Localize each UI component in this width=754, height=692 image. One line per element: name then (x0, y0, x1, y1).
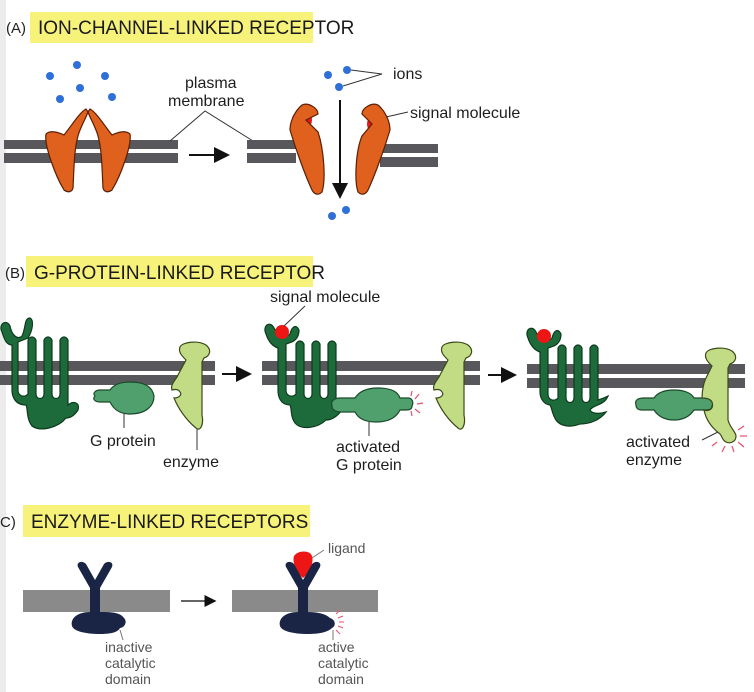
activated-g-protein-label-1: activated (336, 439, 400, 456)
ion (76, 84, 84, 92)
ions-leader (342, 69, 383, 87)
plasma-membrane-left (4, 140, 178, 163)
panel-c-letter: C) (0, 514, 16, 531)
plasma-membrane-label-2: membrane (168, 93, 245, 110)
g-protein-linked-receptor (526, 327, 610, 427)
inactive-label-3: domain (105, 671, 151, 687)
activated-enzyme (701, 347, 737, 444)
panel-c: C) ENZYME-LINKED RECEPTORS inactive cata… (0, 505, 378, 687)
panel-b-title: G-PROTEIN-LINKED RECEPTOR (34, 263, 325, 284)
g-protein (635, 389, 714, 421)
g-protein-linked-receptor (0, 317, 79, 430)
ion (46, 72, 54, 80)
signal-molecule-leader (283, 305, 306, 327)
activated-enzyme-label-2: enzyme (626, 452, 682, 469)
panel-a-letter: (A) (6, 20, 26, 37)
panel-a: (A) ION-CHANNEL-LINKED RECEPTOR plasma m… (4, 12, 520, 220)
activated-enzyme-leader (701, 431, 719, 441)
ion (73, 61, 81, 69)
panel-c-title: ENZYME-LINKED RECEPTORS (31, 512, 308, 533)
g-stage-1: G protein enzyme (0, 317, 219, 471)
page-gutter (0, 0, 6, 692)
open-ion-channel (289, 100, 391, 199)
active-label-3: domain (318, 671, 364, 687)
ions-outside (46, 61, 116, 103)
ion (108, 93, 116, 101)
activation-rays-icon (335, 609, 344, 635)
panel-b-letter: (B) (5, 265, 25, 282)
inactive-label-1: inactive (105, 639, 153, 655)
enzyme-label: enzyme (163, 454, 219, 471)
active-enzyme-linked-receptor (279, 561, 335, 634)
signal-molecule-label: signal molecule (270, 289, 380, 306)
ion (328, 212, 336, 220)
ligand-label: ligand (328, 540, 365, 556)
panel-a-title: ION-CHANNEL-LINKED RECEPTOR (38, 18, 354, 39)
enzyme-linked-stage-1: inactive catalytic domain (23, 561, 170, 687)
enzyme (171, 341, 211, 430)
g-protein-label: G protein (90, 433, 156, 450)
signal-molecule (275, 325, 289, 339)
ion (324, 71, 332, 79)
plasma-membrane-label-1: plasma (185, 75, 237, 92)
closed-ion-channel (45, 108, 131, 193)
inactive-catalytic-domain-leader (119, 629, 124, 641)
inactive-label-2: catalytic (105, 655, 156, 671)
ion (56, 95, 64, 103)
plasma-membrane-leader (169, 110, 254, 142)
g-protein (93, 381, 155, 415)
plasma-membrane-right (247, 140, 438, 167)
ions-flow (324, 66, 351, 220)
ion (342, 206, 350, 214)
signal-molecule-label: signal molecule (410, 105, 520, 122)
activation-rays-icon (410, 390, 424, 417)
inactive-enzyme-linked-receptor (71, 561, 126, 634)
g-stage-3: activated enzyme (526, 327, 747, 469)
activated-g-protein-label-2: G protein (336, 457, 402, 474)
activation-rays-icon (711, 425, 747, 453)
active-label-1: active (318, 639, 355, 655)
signal-molecule-leader (385, 111, 409, 118)
ligand-leader (311, 549, 325, 559)
panel-b: (B) G-PROTEIN-LINKED RECEPTOR G protein … (0, 256, 747, 474)
enzyme-linked-stage-2: ligand active catalytic domain (232, 540, 378, 687)
g-stage-2: signal molecule activated G protein (262, 289, 480, 474)
panel-b-header-bg (26, 256, 313, 287)
g-protein-linked-receptor (264, 323, 344, 429)
ion (335, 83, 343, 91)
panel-c-header-bg (23, 505, 310, 537)
ions-label: ions (393, 66, 422, 83)
active-label-2: catalytic (318, 655, 369, 671)
ligand (293, 551, 313, 578)
ion (101, 72, 109, 80)
ion (343, 66, 351, 74)
panel-a-header-bg (30, 12, 313, 43)
enzyme (433, 341, 473, 430)
activated-g-protein (331, 387, 414, 423)
signal-molecule (537, 329, 551, 343)
activated-enzyme-label-1: activated (626, 434, 690, 451)
